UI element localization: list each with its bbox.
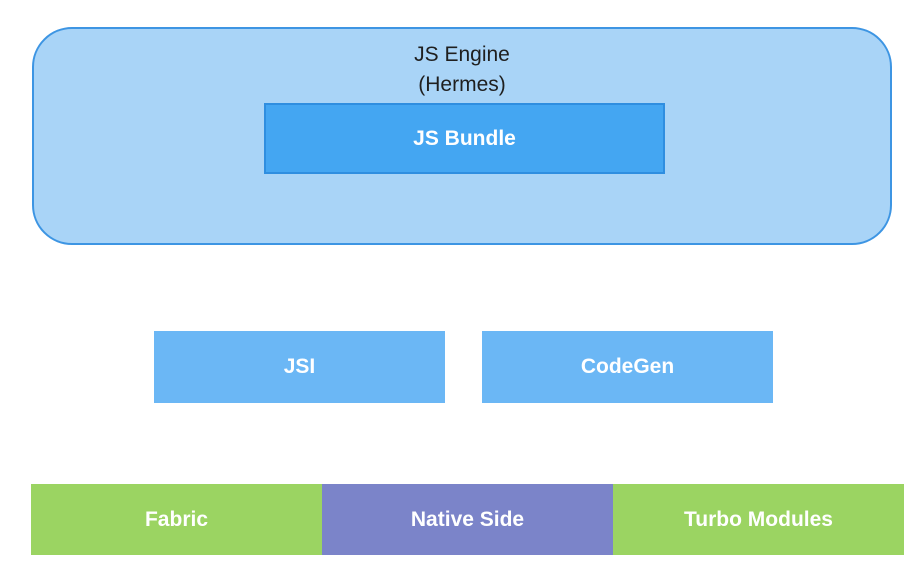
turbo-modules-label: Turbo Modules — [684, 507, 833, 531]
codegen-label: CodeGen — [580, 355, 675, 378]
jsi-box: JSI — [154, 331, 445, 403]
turbo-modules-box: Turbo Modules — [613, 484, 904, 555]
js-engine-container: JS Engine (Hermes) JS Bundle — [32, 27, 892, 245]
js-engine-title: JS Engine (Hermes) — [34, 40, 890, 100]
js-bundle-box: JS Bundle — [264, 103, 665, 174]
native-side-box: Native Side — [322, 484, 613, 555]
codegen-box: CodeGen — [482, 331, 773, 403]
native-side-label: Native Side — [410, 507, 525, 531]
fabric-label: Fabric — [144, 507, 209, 531]
js-bundle-label: JS Bundle — [413, 126, 516, 150]
js-engine-title-line2: (Hermes) — [418, 73, 506, 96]
js-engine-title-line1: JS Engine — [414, 43, 510, 66]
fabric-box: Fabric — [31, 484, 322, 555]
jsi-label: JSI — [283, 355, 316, 378]
